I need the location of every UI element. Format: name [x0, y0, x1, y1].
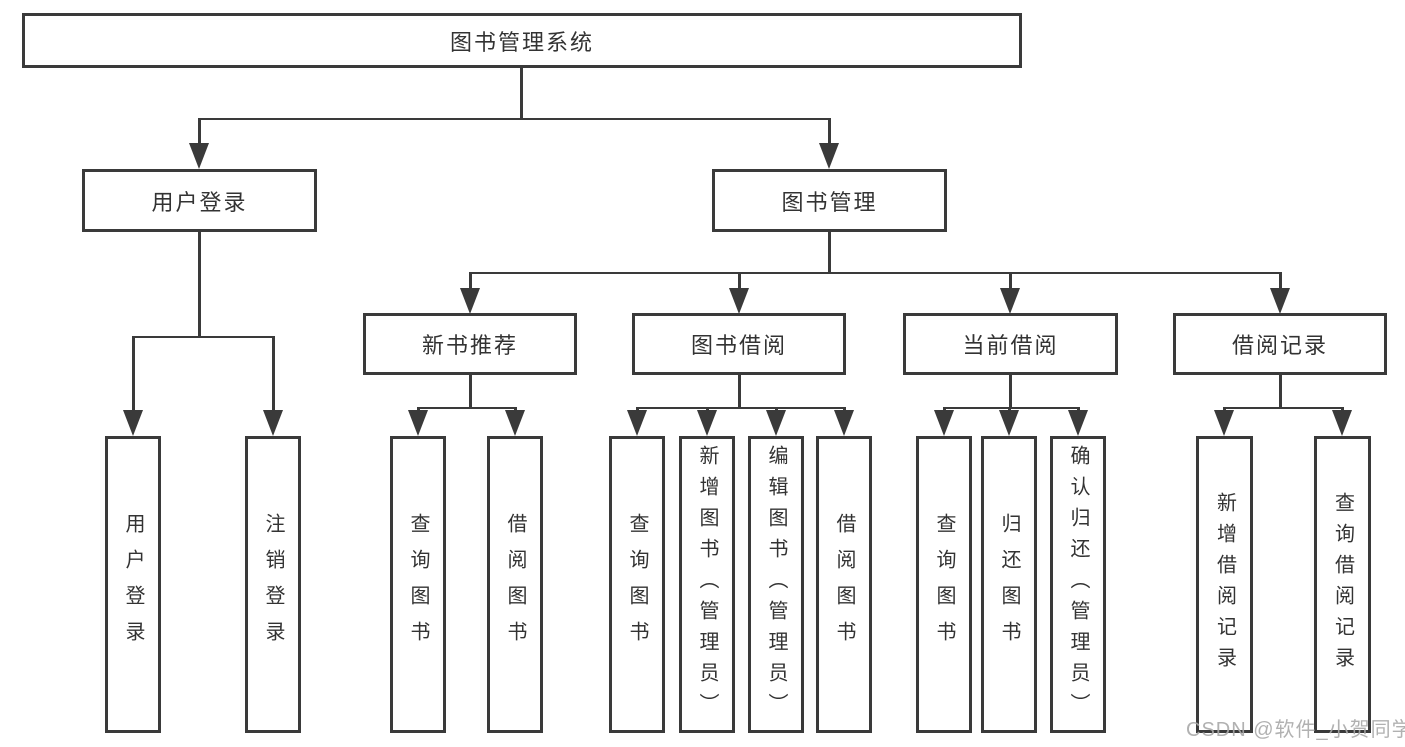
node-borrow-records: 借阅记录 — [1173, 313, 1387, 375]
leaf-label: 查询借阅记录 — [1331, 491, 1354, 678]
arrow-down-add-borrow-record — [1214, 410, 1234, 436]
leaf-label: 新增借阅记录 — [1213, 491, 1236, 678]
connector-root-stem — [520, 68, 523, 118]
node-book-borrow: 图书借阅 — [632, 313, 846, 375]
leaf-query-books-under-borrow: 查询图书 — [609, 436, 665, 733]
leaf-label: 注销登录 — [262, 512, 284, 657]
leaf-label: 借阅图书 — [504, 512, 526, 657]
arrow-down-return-books — [999, 410, 1019, 436]
arrow-down-borrow-books-1 — [505, 410, 525, 436]
connector-new-book-recommend-stem — [469, 375, 472, 408]
connector-drop-user-login — [198, 118, 201, 145]
arrow-down-edit-books — [766, 410, 786, 436]
leaf-add-books-admin: 新增图书（管理员） — [679, 436, 735, 733]
arrow-down-query-books-1 — [408, 410, 428, 436]
connector-new-book-recommend-hbar — [417, 406, 517, 409]
arrow-down-book-management — [819, 143, 839, 169]
arrow-down-borrow-books-2 — [834, 410, 854, 436]
node-label: 图书管理系统 — [449, 29, 594, 55]
leaf-label: 归还图书 — [998, 512, 1020, 657]
csdn-watermark: CSDN @软件_小贺同学 — [1186, 719, 1405, 741]
node-label: 图书借阅 — [690, 333, 787, 358]
connector-user-login-stem — [198, 232, 201, 336]
node-book-management: 图书管理 — [712, 169, 947, 232]
leaf-label: 确认归还（管理员） — [1067, 445, 1089, 724]
node-new-book-recommend: 新书推荐 — [363, 313, 577, 375]
connector-current-borrow-hbar — [943, 406, 1079, 409]
leaf-label: 查询图书 — [933, 512, 955, 657]
node-label: 用户登录 — [151, 189, 248, 215]
node-label: 新书推荐 — [421, 333, 518, 358]
arrow-down-user-login — [189, 143, 209, 169]
connector-drop-current-borrow — [1009, 272, 1012, 289]
leaf-return-books: 归还图书 — [981, 436, 1037, 733]
arrow-down-book-borrow — [729, 288, 749, 314]
connector-drop-new-book-recommend — [469, 272, 472, 289]
arrow-down-leaf-user-login — [123, 410, 143, 436]
connector-level2-hbar — [198, 117, 831, 120]
connector-current-borrow-stem — [1009, 375, 1012, 408]
leaf-edit-books-admin: 编辑图书（管理员） — [748, 436, 804, 733]
leaf-borrow-books-under-borrow: 借阅图书 — [816, 436, 872, 733]
leaf-label: 新增图书（管理员） — [696, 445, 718, 724]
arrow-down-new-book-recommend — [460, 288, 480, 314]
arrow-down-borrow-records — [1270, 288, 1290, 314]
leaf-label: 查询图书 — [407, 512, 429, 657]
connector-book-borrow-stem — [738, 375, 741, 408]
connector-user-login-hbar — [132, 335, 274, 338]
leaf-user-login: 用户登录 — [105, 436, 161, 733]
leaf-label: 用户登录 — [122, 512, 144, 657]
arrow-down-query-borrow-record — [1332, 410, 1352, 436]
leaf-logout: 注销登录 — [245, 436, 301, 733]
connector-drop-book-management — [828, 118, 831, 145]
arrow-down-current-borrow — [1000, 288, 1020, 314]
connector-borrow-records-hbar — [1223, 406, 1343, 409]
connector-book-borrow-hbar — [636, 406, 845, 409]
node-label: 图书管理 — [781, 189, 878, 215]
arrow-down-leaf-logout — [263, 410, 283, 436]
leaf-query-borrow-record: 查询借阅记录 — [1314, 436, 1371, 733]
node-library-management-system: 图书管理系统 — [22, 13, 1022, 68]
connector-borrow-records-stem — [1279, 375, 1282, 408]
leaf-query-books-under-current: 查询图书 — [916, 436, 972, 733]
connector-drop-leaf-user-login — [132, 336, 135, 411]
connector-level3-hbar — [469, 271, 1281, 274]
leaf-label: 编辑图书（管理员） — [765, 445, 787, 724]
connector-book-management-stem — [828, 232, 831, 273]
arrow-down-confirm-return — [1068, 410, 1088, 436]
arrow-down-add-books — [697, 410, 717, 436]
connector-drop-borrow-records — [1279, 272, 1282, 289]
leaf-borrow-books-under-recommend: 借阅图书 — [487, 436, 543, 733]
node-user-login: 用户登录 — [82, 169, 317, 232]
leaf-label: 查询图书 — [626, 512, 648, 657]
node-label: 当前借阅 — [962, 333, 1059, 358]
leaf-label: 借阅图书 — [833, 512, 855, 657]
connector-drop-book-borrow — [738, 272, 741, 289]
leaf-add-borrow-record: 新增借阅记录 — [1196, 436, 1253, 733]
arrow-down-query-books-3 — [934, 410, 954, 436]
connector-drop-leaf-logout — [272, 336, 275, 411]
arrow-down-query-books-2 — [627, 410, 647, 436]
leaf-query-books-under-recommend: 查询图书 — [390, 436, 446, 733]
node-current-borrow: 当前借阅 — [903, 313, 1118, 375]
leaf-confirm-return-admin: 确认归还（管理员） — [1050, 436, 1106, 733]
node-label: 借阅记录 — [1231, 333, 1328, 358]
